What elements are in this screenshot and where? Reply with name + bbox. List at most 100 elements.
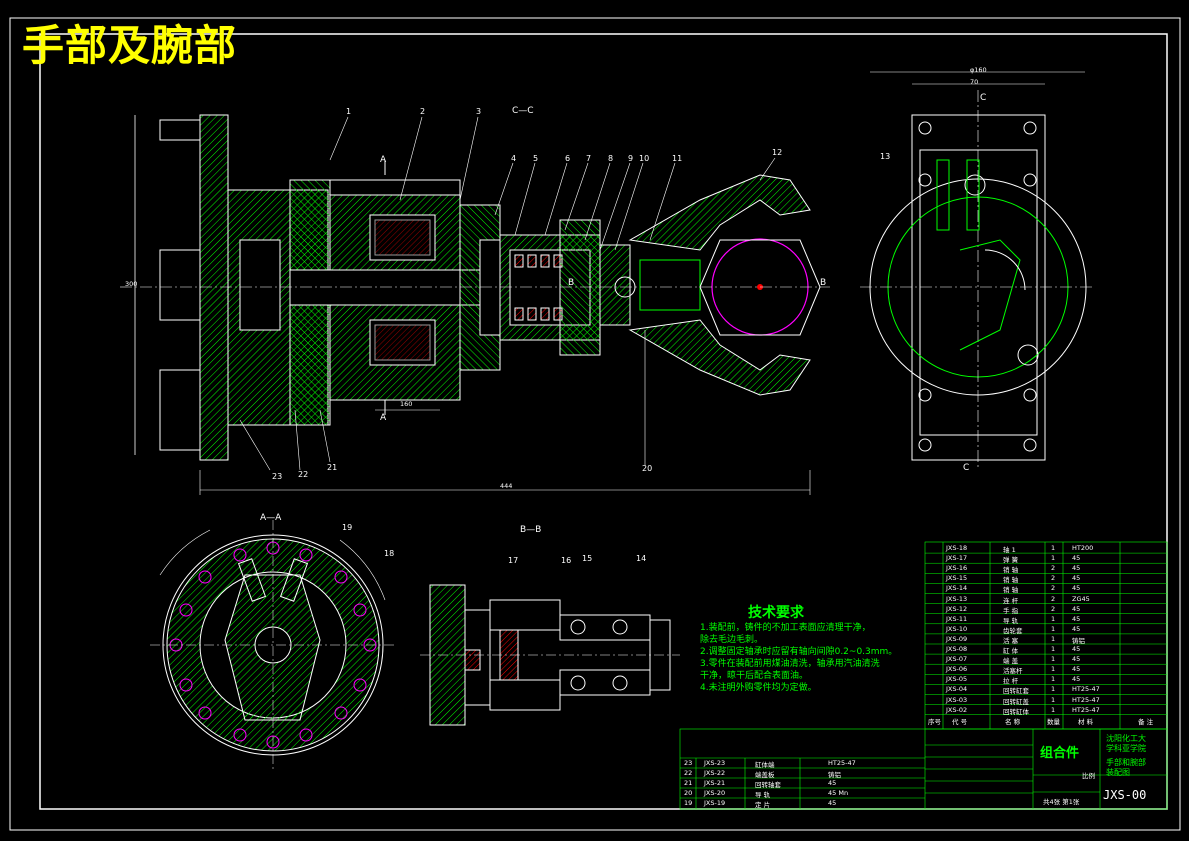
bom-cell-mat: 45 [1072, 624, 1081, 633]
bom-cell-qty: 2 [1051, 594, 1056, 603]
lower-row-name: 导 轨 [755, 791, 771, 799]
section-label-c-bottom: C [963, 463, 970, 473]
bom-cell-name: 活塞杆 [1003, 667, 1023, 676]
main-section-view [120, 114, 830, 495]
bom-cell-code: JXS-06 [946, 665, 968, 674]
part-number: 13 [880, 152, 891, 161]
bom-cell-name: 导 轨 [1003, 616, 1019, 625]
part-number: 17 [508, 556, 519, 565]
end-view-c [860, 71, 1095, 470]
inner-frame [39, 33, 1168, 810]
bom-cell-qty: 2 [1051, 584, 1056, 593]
bom-cell-mat: 45 [1072, 604, 1081, 613]
bom-cell-code: JXS-07 [946, 655, 968, 664]
bom-cell-code: JXS-17 [946, 554, 968, 563]
bom-cell-qty: 1 [1051, 544, 1056, 552]
bom-cell-name: 回转缸体 [1003, 707, 1029, 716]
bom-cell-qty: 1 [1051, 614, 1056, 623]
bom-cell-qty: 2 [1051, 574, 1056, 583]
bom-cell-code: JXS-13 [946, 594, 968, 603]
part-number: 12 [772, 148, 783, 157]
bom-cell-mat: HT25-47 [1072, 705, 1100, 714]
lower-row-name: 定 片 [755, 801, 771, 809]
bom-cell-name: 拉 杆 [1003, 677, 1019, 686]
bom-cell-mat: 45 [1072, 645, 1081, 653]
bom-cell-code: JXS-12 [946, 604, 968, 613]
drawing-title: 手部及腕部 [22, 21, 238, 70]
title-block [679, 728, 1168, 810]
bom-cell-mat: HT200 [1072, 544, 1094, 552]
section-label-cc: C—C [512, 106, 534, 116]
lower-row-mat: 铸铝 [828, 771, 841, 779]
part-number: 10 [639, 154, 650, 163]
bom-cell-mat: 45 [1072, 584, 1081, 593]
bom-cell-mat: 45 [1072, 554, 1081, 563]
bom-cell-mat: 45 [1072, 564, 1081, 573]
bom-cell-name: 回转缸盖 [1003, 697, 1029, 706]
part-number: 7 [586, 154, 592, 163]
bom-cell-mat: HT25-47 [1072, 695, 1100, 704]
lower-row-name: 端盖板 [755, 771, 775, 779]
tech-line: 干净，晾干后配合表面油。 [700, 671, 809, 681]
bom-cell-name: 活 塞 [1003, 636, 1019, 645]
bom-cell-code: JXS-02 [946, 705, 968, 714]
tech-line: 4.未注明外购零件均为定做。 [700, 683, 817, 693]
bom-cell-qty: 1 [1051, 665, 1056, 674]
lower-row-code: JXS-19 [704, 799, 726, 807]
dimension-small: 70 [970, 78, 979, 86]
bom-cell-qty: 1 [1051, 655, 1056, 664]
part-number: 1 [346, 107, 352, 116]
section-label-c-top: C [980, 93, 987, 103]
bom-cell-mat: 45 [1072, 574, 1081, 583]
bom-cell-name: 缸 体 [1003, 647, 1019, 655]
part-number: 6 [565, 154, 571, 163]
bom-cell-mat: 45 [1072, 665, 1081, 674]
part-number: 5 [533, 154, 539, 163]
bom-cell-qty: 1 [1051, 645, 1056, 653]
section-label-a-bottom: A [380, 413, 387, 423]
bom-cell-mat: 45 [1072, 675, 1081, 684]
lower-row-code: JXS-23 [704, 759, 726, 767]
bom-cell-qty: 1 [1051, 554, 1056, 563]
bom-cell-name: 弹 簧 [1003, 556, 1019, 565]
lower-row-mat: 45 [828, 799, 837, 807]
bom-cell-code: JXS-11 [946, 614, 968, 623]
dimension-width-top: φ160 [970, 66, 987, 74]
bom-cell-qty: 2 [1051, 604, 1056, 613]
lower-row-mat: 45 Mn [828, 789, 849, 797]
section-bb-view [420, 584, 680, 726]
bom-cell-mat: 铸铝 [1072, 636, 1085, 645]
bom-header-name: 名 称 [1005, 718, 1021, 726]
lower-row-code: JXS-22 [704, 769, 726, 777]
leader-lines [239, 116, 776, 471]
bom-cell-code: JXS-03 [946, 695, 968, 704]
tech-line: 3.零件在装配前用煤油清洗，轴承用汽油清洗 [700, 659, 880, 669]
tech-line: 1.装配前，铸件的不加工表面应清理干净， [700, 623, 871, 633]
bom-cell-code: JXS-18 [946, 544, 968, 552]
bom-header-code: 代 号 [952, 718, 968, 726]
bom-cell-name: 齿轮套 [1003, 626, 1023, 635]
part-number: 11 [672, 154, 683, 163]
lower-row-mat: 45 [828, 779, 837, 787]
lower-row-name: 缸体端 [755, 761, 775, 769]
part-number: 16 [561, 556, 572, 565]
part-number: 2 [420, 107, 426, 116]
org-name: 沈阳化工大 学科亚学院 [1106, 734, 1146, 753]
tech-requirements-title: 技术要求 [748, 605, 804, 621]
bom-cell-code: JXS-10 [946, 624, 968, 633]
part-number: 20 [642, 464, 653, 473]
lower-row-no: 20 [684, 789, 693, 797]
bom-cell-code: JXS-14 [946, 584, 968, 593]
bom-cell-qty: 1 [1051, 695, 1056, 704]
part-number: 22 [298, 470, 309, 479]
lower-row-no: 23 [684, 759, 693, 767]
part-number: 14 [636, 554, 647, 563]
bom-cell-name: 轴 1 [1003, 546, 1016, 554]
part-number: 8 [608, 154, 614, 163]
lower-row-no: 22 [684, 769, 693, 777]
bom-cell-name: 销 轴 [1003, 576, 1019, 585]
bom-cell-name: 连 杆 [1003, 596, 1019, 605]
bom-header-note: 备 注 [1138, 718, 1154, 726]
scale-label: 比例 [1082, 772, 1095, 780]
bom-cell-mat: HT25-47 [1072, 685, 1100, 694]
